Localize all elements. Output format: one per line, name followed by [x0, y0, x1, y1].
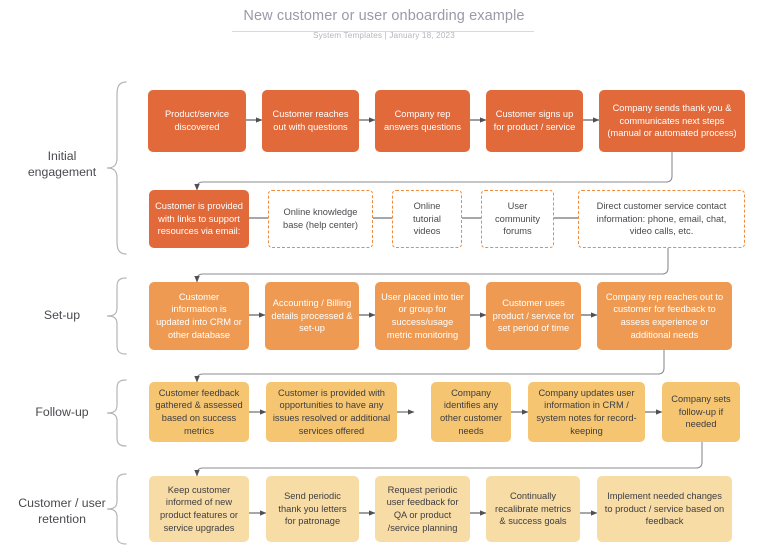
stage-label-line1: Initial [47, 149, 77, 163]
stage-label-set-up: Set-up [2, 307, 122, 323]
node-label: Customer reaches out with questions [272, 109, 349, 132]
document-header: New customer or user onboarding example … [0, 0, 768, 52]
node-row3-4[interactable]: Company rep reaches out to customer for … [597, 282, 732, 350]
node-label: Customer feedback gathered & assessed ba… [155, 387, 243, 436]
node-row3-1[interactable]: Accounting / Billing details processed &… [265, 282, 359, 350]
node-row2-2[interactable]: Online tutorial videos [392, 190, 462, 248]
node-label: Product/service discovered [164, 109, 230, 132]
node-label: User placed into tier or group for succe… [381, 291, 464, 340]
brace-initial-engagement [104, 80, 128, 256]
node-row5-4[interactable]: Implement needed changes to product / se… [597, 476, 732, 542]
node-row3-3[interactable]: Customer uses product / service for set … [486, 282, 581, 350]
node-label: Continually recalibrate metrics & succes… [495, 491, 571, 527]
stage-label-line1: Set-up [43, 308, 81, 322]
title-divider [232, 31, 534, 32]
brace-follow-up [104, 378, 128, 448]
node-label: Customer signs up for product / service [493, 109, 576, 132]
node-label: Customer is provided with links to suppo… [155, 201, 243, 237]
node-label: Implement needed changes to product / se… [604, 491, 725, 527]
stage-label-follow-up: Follow-up [2, 404, 122, 420]
node-label: User community forums [495, 201, 540, 237]
node-label: Company updates user information in CRM … [536, 387, 637, 436]
page-subtitle: System Templates | January 18, 2023 [313, 31, 455, 40]
node-label: Customer uses product / service for set … [492, 298, 575, 334]
node-row5-0[interactable]: Keep customer informed of new product fe… [149, 476, 249, 542]
page-title: New customer or user onboarding example [243, 8, 525, 24]
stage-label-line2: retention [38, 512, 86, 526]
node-row1-4[interactable]: Company sends thank you & communicates n… [599, 90, 745, 152]
node-label: Company rep answers questions [384, 109, 461, 132]
node-label: Direct customer service contact informat… [596, 201, 727, 237]
connector-row3-to-row4 [194, 350, 665, 383]
node-label: Request periodic user feedback for QA or… [386, 484, 459, 533]
node-row5-3[interactable]: Continually recalibrate metrics & succes… [486, 476, 580, 542]
node-label: Company sets follow-up if needed [671, 394, 731, 430]
node-row2-4[interactable]: Direct customer service contact informat… [578, 190, 745, 248]
node-row4-1[interactable]: Customer is provided with opportunities … [266, 382, 397, 442]
connector-row4-to-row5 [194, 442, 703, 477]
node-row1-3[interactable]: Customer signs up for product / service [486, 90, 583, 152]
node-label: Company rep reaches out to customer for … [605, 291, 724, 340]
connector-row1-to-row2 [194, 152, 673, 191]
node-label: Customer information is updated into CRM… [156, 291, 242, 340]
node-row2-1[interactable]: Online knowledge base (help center) [268, 190, 373, 248]
node-label: Online tutorial videos [413, 201, 441, 237]
node-row4-2[interactable]: Company identifies any other customer ne… [431, 382, 511, 442]
node-row4-3[interactable]: Company updates user information in CRM … [528, 382, 645, 442]
stage-label-initial-engagement: Initial engagement [2, 148, 122, 180]
brace-set-up [104, 276, 128, 356]
node-label: Accounting / Billing details processed &… [271, 298, 353, 334]
node-label: Online knowledge base (help center) [283, 207, 358, 230]
node-row4-0[interactable]: Customer feedback gathered & assessed ba… [149, 382, 249, 442]
node-label: Company identifies any other customer ne… [439, 387, 502, 436]
node-row3-2[interactable]: User placed into tier or group for succe… [375, 282, 470, 350]
node-row5-2[interactable]: Request periodic user feedback for QA or… [375, 476, 470, 542]
node-row2-0[interactable]: Customer is provided with links to suppo… [149, 190, 249, 248]
node-row2-3[interactable]: User community forums [481, 190, 554, 248]
node-label: Company sends thank you & communicates n… [607, 103, 737, 139]
node-row1-2[interactable]: Company rep answers questions [375, 90, 470, 152]
stage-label-line1: Follow-up [35, 405, 89, 419]
node-label: Send periodic thank you letters for patr… [278, 491, 347, 527]
node-label: Keep customer informed of new product fe… [159, 484, 239, 533]
node-row1-0[interactable]: Product/service discovered [148, 90, 246, 152]
stage-label-line1: Customer / user [18, 496, 106, 510]
brace-customer-retention [104, 472, 128, 546]
node-row4-4[interactable]: Company sets follow-up if needed [662, 382, 740, 442]
stage-label-line2: engagement [27, 165, 97, 179]
stage-label-customer-retention: Customer / user retention [2, 495, 122, 527]
connector-row2-to-row3 [194, 248, 669, 283]
node-row5-1[interactable]: Send periodic thank you letters for patr… [266, 476, 359, 542]
node-row1-1[interactable]: Customer reaches out with questions [262, 90, 359, 152]
node-label: Customer is provided with opportunities … [272, 387, 391, 436]
node-row3-0[interactable]: Customer information is updated into CRM… [149, 282, 249, 350]
